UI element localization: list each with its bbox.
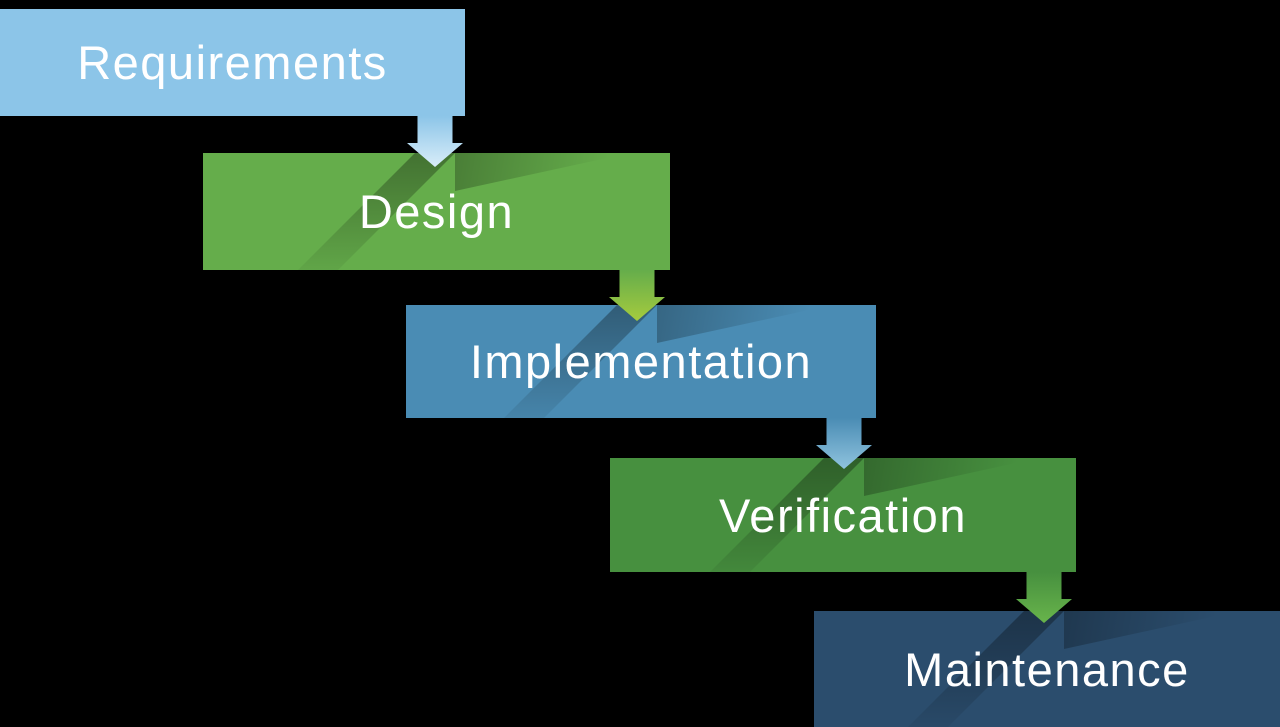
phase-label-verification: Verification bbox=[719, 488, 967, 542]
phase-box-maintenance: Maintenance bbox=[814, 611, 1280, 727]
phase-label-requirements: Requirements bbox=[77, 36, 388, 89]
phase-box-requirements: Requirements bbox=[0, 9, 465, 116]
phase-label-design: Design bbox=[358, 185, 515, 238]
phase-box-implementation: Implementation bbox=[406, 305, 876, 418]
phase-box-design: Design bbox=[203, 153, 670, 270]
phase-label-implementation: Implementation bbox=[469, 335, 813, 388]
phase-box-verification: Verification bbox=[610, 458, 1076, 572]
phase-label-maintenance: Maintenance bbox=[904, 642, 1190, 696]
